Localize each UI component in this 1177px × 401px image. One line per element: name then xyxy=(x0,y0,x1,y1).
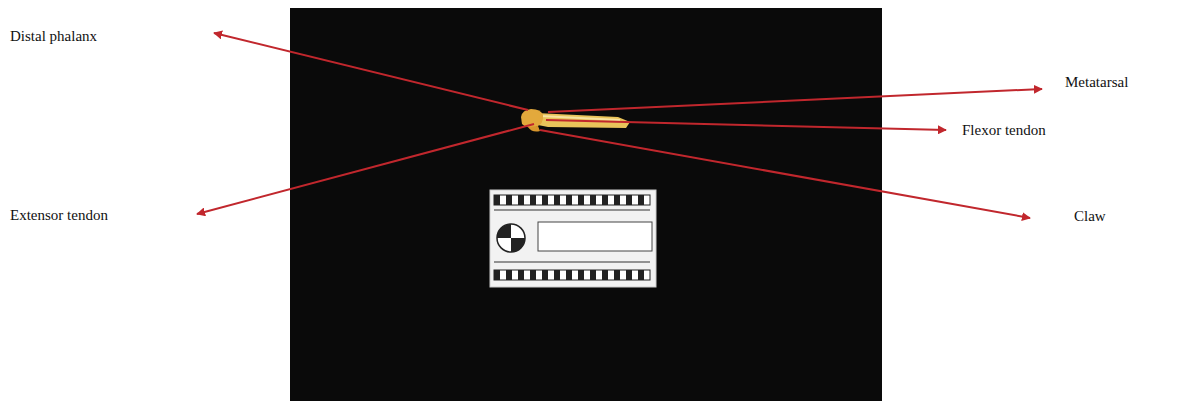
ruler-bottom xyxy=(494,270,650,280)
leader-arrow xyxy=(197,124,534,214)
leader-arrows xyxy=(197,33,1042,218)
part-label: Distal phalanx xyxy=(8,27,99,45)
target-quadrant xyxy=(497,224,511,238)
part-label: Metatarsal xyxy=(1063,73,1130,91)
photo-background xyxy=(290,8,882,401)
card-field xyxy=(538,222,652,251)
ruler-line xyxy=(494,262,650,263)
target-quadrant xyxy=(511,238,525,252)
scale-card xyxy=(490,190,656,287)
part-label: Extensor tendon xyxy=(8,206,110,224)
part-label: Claw xyxy=(1072,207,1108,225)
leader-arrow xyxy=(548,89,1042,112)
leader-arrow xyxy=(546,120,946,130)
ruler-top xyxy=(494,195,650,205)
ruler-line xyxy=(494,210,650,211)
part-label: Flexor tendon xyxy=(960,121,1048,139)
card xyxy=(490,190,656,287)
leader-arrow xyxy=(540,130,1030,218)
leader-arrow xyxy=(214,33,528,110)
target-circle xyxy=(497,224,525,252)
claw-shape xyxy=(528,126,540,132)
